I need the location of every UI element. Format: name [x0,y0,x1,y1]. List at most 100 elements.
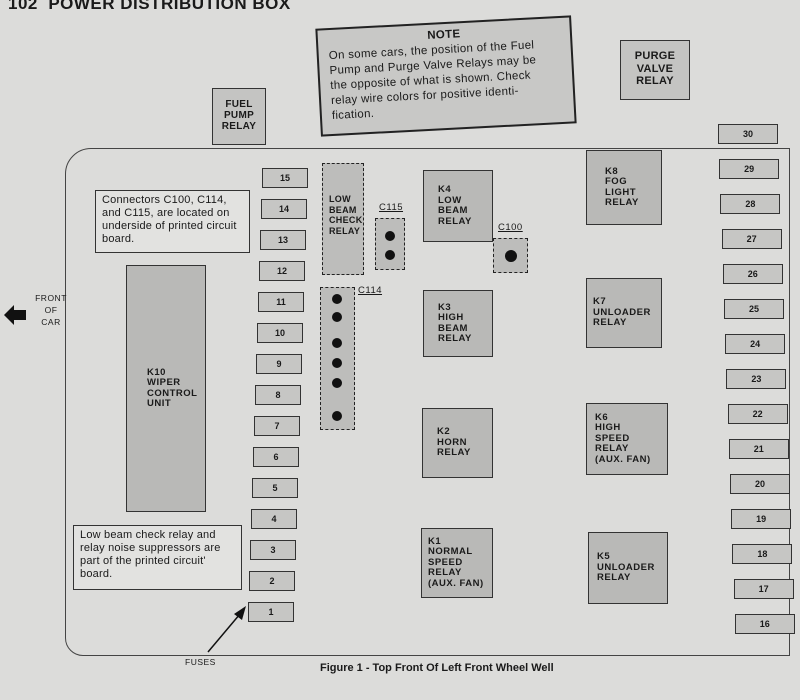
purge-valve-relay-label: PURGE VALVE RELAY [620,40,690,100]
fuse-7: 7 [254,416,300,436]
relay-line: SPEED [595,432,630,444]
relay-line: UNLOADER [593,306,651,318]
relay-line: RELAY [428,567,462,579]
label-line: VALVE [636,62,674,75]
fuse-13: 13 [260,230,306,250]
fuse-30: 30 [718,124,778,144]
fuse-24: 24 [725,334,786,354]
relay-k1: K1 NORMAL SPEED RELAY (AUX. FAN) [421,528,493,598]
fuse-1: 1 [248,602,294,622]
relay-k2: K2 HORN RELAY [422,408,493,478]
fuse-25: 25 [724,299,784,319]
relay-line: RELAY [605,197,639,208]
connectors-info-box: Connectors C100, C114, and C115, are loc… [95,190,250,253]
power-distribution-box-outline [65,148,790,656]
pin-dot [385,231,395,241]
relay-line: (AUX. FAN) [428,577,484,589]
fuse-14: 14 [261,199,307,219]
low-beam-info-box: Low beam check relay and relay noise sup… [73,525,242,590]
relay-line: LIGHT [605,186,636,198]
fuse-12: 12 [259,261,305,281]
relay-k7: K7 UNLOADER RELAY [586,278,662,348]
label-line: CAR [41,317,61,327]
fuses-label: FUSES [185,657,216,667]
label-line: PUMP [223,110,255,121]
fuse-6: 6 [253,447,299,467]
relay-line: RELAY [329,225,361,236]
fuel-pump-relay-label: FUEL PUMP RELAY [212,88,266,145]
fuse-29: 29 [719,159,780,179]
page-header: 102 POWER DISTRIBUTION BOX [8,0,291,14]
pin-dot [385,250,395,260]
note-box: NOTE On some cars, the position of the F… [315,15,577,137]
front-of-car-label: FRONT OF CAR [34,292,68,328]
fuse-5: 5 [252,478,298,498]
relay-k10: K10 WIPER CONTROL UNIT [126,265,206,512]
pin-dot [332,338,342,348]
relay-k5: K5 UNLOADER RELAY [588,532,668,604]
relay-line: RELAY [593,317,627,329]
relay-line: CONTROL [147,387,198,399]
fuse-3: 3 [250,540,296,560]
connector-c100 [493,238,528,273]
label-line: RELAY [636,75,674,87]
label-line: FUEL [225,99,253,110]
label-line: OF [44,305,58,315]
relay-line: BEAM [438,322,468,334]
relay-id: K4 [438,184,452,195]
fuse-9: 9 [256,354,302,374]
relay-line: NORMAL [428,546,473,558]
fuse-15: 15 [262,168,308,188]
relay-id: K5 [597,551,611,563]
fuse-4: 4 [251,509,297,529]
fuse-20: 20 [730,474,790,494]
relay-id: K3 [438,301,452,313]
fuse-22: 22 [727,404,788,424]
relay-line: BEAM [438,205,468,216]
connector-c114-label: C114 [358,285,383,296]
fuse-27: 27 [721,229,782,249]
relay-line: HIGH [438,312,464,323]
relay-k3: K3 HIGH BEAM RELAY [423,290,493,357]
connector-c114 [320,287,355,430]
fuse-26: 26 [722,264,783,284]
pin-dot [332,378,342,388]
fuse-10: 10 [257,323,303,343]
figure-caption: Figure 1 - Top Front Of Left Front Wheel… [320,662,554,674]
relay-line: UNIT [147,398,172,409]
relay-k6: K6 HIGH SPEED RELAY (AUX. FAN) [586,403,668,475]
connector-c115 [375,218,405,270]
pin-dot [505,250,517,262]
relay-id: K8 [605,165,619,177]
label-line: RELAY [221,121,257,132]
relay-line: RELAY [437,447,471,459]
label-line: FRONT [35,293,67,303]
fuse-16: 16 [734,614,795,634]
relay-line: BEAM [329,204,357,215]
pin-dot [332,294,342,304]
fuses-pointer-arrow-icon [207,606,246,653]
pin-dot [332,312,342,322]
relay-line: RELAY [438,215,472,227]
fuse-17: 17 [733,579,794,599]
relay-line: HIGH [595,422,621,434]
relay-k4: K4 LOW BEAM RELAY [423,170,493,242]
relay-id: K2 [437,426,451,438]
relay-line: LOW [438,194,462,206]
relay-id: K1 [428,535,442,547]
fuse-2: 2 [249,571,295,591]
fuse-28: 28 [720,194,781,214]
relay-line: LOW [329,194,351,204]
relay-line: RELAY [597,572,631,584]
relay-id: K7 [593,296,607,308]
pin-dot [332,358,342,368]
fuse-18: 18 [732,544,793,564]
relay-line: UNLOADER [597,561,655,573]
page-number: 102 [8,0,38,13]
relay-line: HORN [437,436,467,448]
front-arrow-icon [4,305,26,325]
relay-line: WIPER [147,377,181,388]
low-beam-check-relay: LOW BEAM CHECK RELAY [322,163,364,275]
relay-line: CHECK [329,215,363,225]
page-title: POWER DISTRIBUTION BOX [48,0,291,13]
